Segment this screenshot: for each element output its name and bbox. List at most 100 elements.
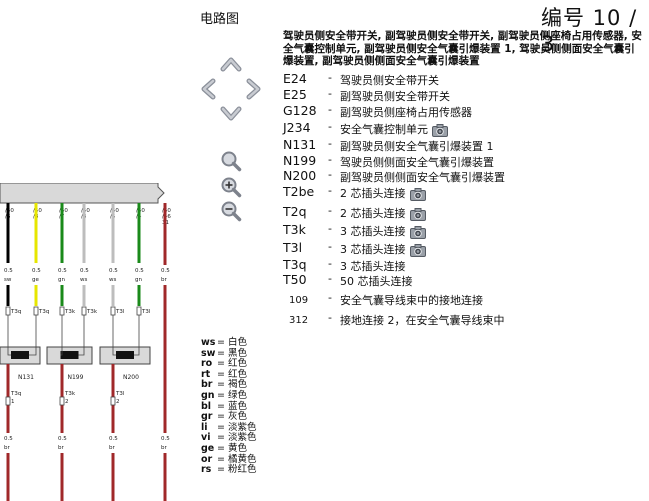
color-abbr: rs xyxy=(201,464,212,476)
pin-label: /50 xyxy=(136,208,145,214)
color-key-item: ro= 红色 xyxy=(201,358,257,370)
pan-left-icon[interactable] xyxy=(198,78,220,100)
connector-label: T3k xyxy=(64,309,76,315)
color-abbr: rt xyxy=(201,368,211,380)
color-abbr: vi xyxy=(201,432,211,444)
color-name: 灰色 xyxy=(227,411,247,423)
wire-label-bg xyxy=(161,433,169,453)
wire-color-label: br xyxy=(58,445,64,451)
wire-label-bg xyxy=(109,265,117,285)
wire-color-label: gn xyxy=(58,277,65,283)
wire-color-label: ge xyxy=(32,277,39,283)
connector-pin xyxy=(59,306,65,316)
wire-color-label: br xyxy=(161,445,167,451)
color-name: 淡紫色 xyxy=(227,432,257,444)
legend-description-text: 副驾驶员侧安全气囊引爆装置 1 xyxy=(340,140,494,153)
wire-section-label: 0.5 xyxy=(4,436,13,442)
legend-description: 3 芯插头连接 xyxy=(340,258,406,274)
color-name: 褐色 xyxy=(227,379,247,391)
legend-description-text: 接地连接 2，在安全气囊导线束中 xyxy=(340,314,505,327)
wire-label-bg xyxy=(32,265,40,285)
page-number: 编号 10 / 3 xyxy=(541,6,638,56)
wire-section-label: 0.5 xyxy=(4,268,13,274)
color-abbr: ws xyxy=(201,337,216,348)
color-equals: = xyxy=(217,400,228,412)
zoom-fit-icon[interactable] xyxy=(220,150,242,172)
legend-code: T50 xyxy=(283,272,307,287)
legend-code: 312 xyxy=(289,315,309,326)
pan-up-icon[interactable] xyxy=(220,54,242,76)
camera-icon[interactable] xyxy=(432,123,448,137)
lower-connector-label: T3q xyxy=(10,391,21,397)
legend-code: T3k xyxy=(283,222,306,237)
legend-description: 驾驶员侧侧面安全气囊引爆装置 xyxy=(340,154,494,170)
legend-description-text: 2 芯插头连接 xyxy=(340,207,406,220)
color-equals: = xyxy=(217,432,228,444)
zoom-out-icon[interactable] xyxy=(220,200,242,222)
wire-section-label: 0.5 xyxy=(161,436,170,442)
legend-dash: - xyxy=(328,71,332,84)
pan-down-icon[interactable] xyxy=(220,102,242,124)
legend-dash: - xyxy=(328,311,332,324)
color-name: 绿色 xyxy=(227,389,247,401)
legend-description-text: 驾驶员侧侧面安全气囊引爆装置 xyxy=(340,156,494,169)
igniter-element xyxy=(60,351,79,359)
color-name: 橘黄色 xyxy=(227,453,257,465)
internal-wire xyxy=(60,315,63,356)
legend-dash: - xyxy=(328,137,332,150)
wire-label-bg xyxy=(109,433,117,453)
legend-description-text: 3 芯插头连接 xyxy=(340,243,406,256)
legend-description: 3 芯插头连接 xyxy=(340,223,426,239)
legend-description: 接地连接 2，在安全气囊导线束中 xyxy=(340,312,505,328)
legend-description-text: 副驾驶员侧侧面安全气囊引爆装置 xyxy=(340,171,505,184)
camera-icon[interactable] xyxy=(409,243,426,257)
wire-color-label: ws xyxy=(80,277,87,283)
zoom-in-icon[interactable] xyxy=(220,176,242,198)
color-abbr: gr xyxy=(201,411,213,423)
color-equals: = xyxy=(217,411,228,423)
color-name: 黄色 xyxy=(227,442,247,454)
wire-label-bg xyxy=(4,433,12,453)
connector-label: T3l xyxy=(141,309,151,315)
legend-code: G128 xyxy=(283,103,317,118)
legend-code: J234 xyxy=(283,120,311,135)
legend-description: 副驾驶员侧座椅占用传感器 xyxy=(340,104,472,120)
legend-description-text: 副驾驶员侧座椅占用传感器 xyxy=(340,106,472,119)
color-name: 白色 xyxy=(227,337,247,348)
color-name: 红色 xyxy=(227,358,247,370)
connector-pin xyxy=(33,306,39,316)
circuit-diagram: /50/6/50/8/50/7/50/3/50/5/50/4/50/46310.… xyxy=(0,183,171,501)
color-key-item: rs= 粉红色 xyxy=(201,464,257,476)
wire-color-label: gn xyxy=(135,277,142,283)
color-abbr: li xyxy=(201,421,208,433)
legend-dash: - xyxy=(328,103,332,116)
connector-label: T3q xyxy=(10,309,21,315)
navigation-controls xyxy=(194,52,268,232)
legend-code: N131 xyxy=(283,137,317,152)
connector-pin xyxy=(110,396,116,406)
camera-icon[interactable] xyxy=(409,207,426,221)
legend-description: 副驾驶员侧侧面安全气囊引爆装置 xyxy=(340,169,505,185)
legend-dash: - xyxy=(328,153,332,166)
color-equals: = xyxy=(217,453,228,465)
pin-label: /50 xyxy=(59,208,68,214)
legend-code: T3q xyxy=(283,257,307,272)
internal-wire xyxy=(29,315,37,356)
camera-icon[interactable] xyxy=(409,187,426,201)
camera-icon[interactable] xyxy=(409,225,426,239)
wire-section-label: 0.5 xyxy=(161,268,170,274)
lower-connector-label: T3l xyxy=(115,391,125,397)
wire-section-label: 0.5 xyxy=(135,268,144,274)
pin-label: /50 xyxy=(110,208,119,214)
pan-right-icon[interactable] xyxy=(242,78,264,100)
legend-description-text: 副驾驶员侧安全带开关 xyxy=(340,90,450,103)
component-label: N199 xyxy=(68,374,84,381)
wire-label-bg xyxy=(58,265,66,285)
wire-color-label: ws xyxy=(109,277,116,283)
connector-label: T3k xyxy=(86,309,98,315)
color-abbr: ge xyxy=(201,442,215,454)
legend-code: 109 xyxy=(289,295,309,306)
color-equals: = xyxy=(217,368,228,380)
color-equals: = xyxy=(217,379,228,391)
igniter-element xyxy=(11,351,29,359)
